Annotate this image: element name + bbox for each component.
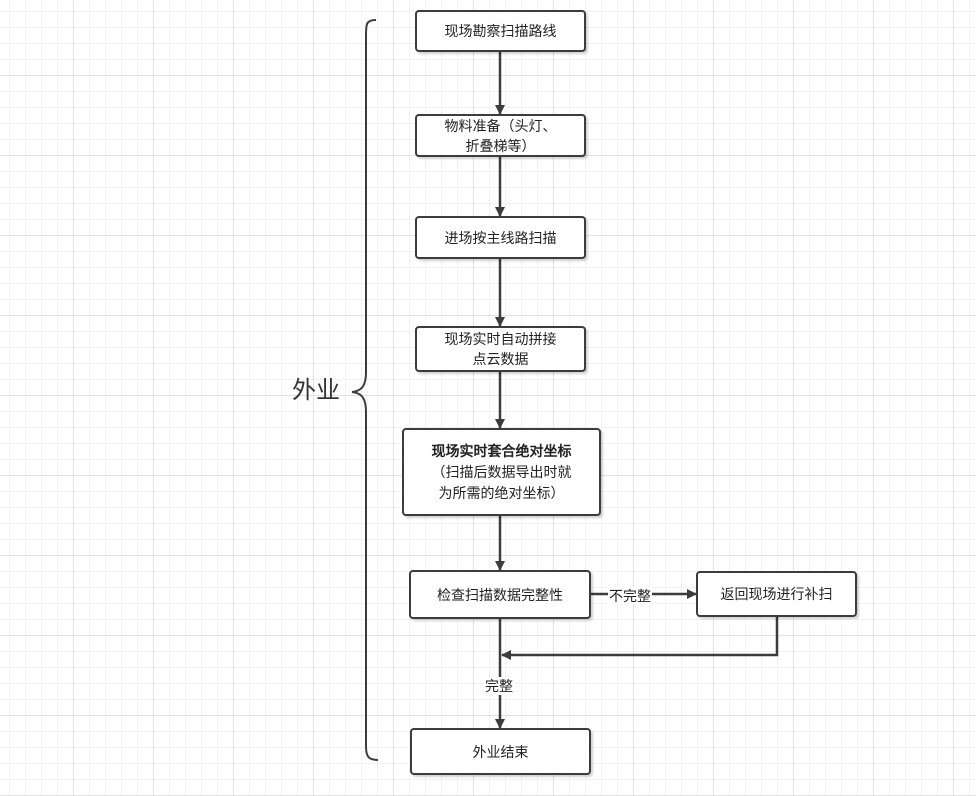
edge-rescan-return: [501, 617, 779, 660]
node-scan-main-text: 进场按主线路扫描: [444, 229, 557, 246]
node-end-text: 外业结束: [472, 743, 529, 760]
node-stitch-text-1: 现场实时自动拼接: [444, 331, 557, 347]
node-end: 外业结束: [410, 728, 591, 775]
node-rescan: 返回现场进行补扫: [696, 571, 857, 617]
node-materials-text-1: 物料准备（头灯、: [444, 117, 557, 134]
group-brace: [351, 19, 379, 761]
node-coords-text-2: （扫描后数据导出时就: [431, 463, 572, 480]
node-stitch: 现场实时自动拼接 点云数据: [415, 326, 586, 372]
node-check-text: 检查扫描数据完整性: [437, 586, 563, 603]
edge-label-incomplete: 不完整: [608, 587, 652, 605]
node-survey-route: 现场勘察扫描路线: [415, 10, 586, 52]
node-scan-main: 进场按主线路扫描: [415, 216, 586, 259]
node-coords: 现场实时套合绝对坐标 （扫描后数据导出时就 为所需的绝对坐标）: [402, 428, 601, 516]
node-materials-text-2: 折叠梯等）: [465, 137, 536, 154]
node-survey-route-text: 现场勘察扫描路线: [444, 23, 557, 39]
node-coords-text-1: 现场实时套合绝对坐标: [431, 442, 572, 459]
node-materials: 物料准备（头灯、 折叠梯等）: [415, 114, 586, 157]
node-stitch-text-2: 点云数据: [472, 351, 529, 367]
node-check: 检查扫描数据完整性: [409, 570, 591, 619]
node-rescan-text: 返回现场进行补扫: [720, 586, 833, 602]
edge-label-complete: 完整: [484, 677, 514, 695]
group-label: 外业: [292, 377, 340, 404]
node-coords-text-3: 为所需的绝对坐标）: [438, 484, 565, 501]
